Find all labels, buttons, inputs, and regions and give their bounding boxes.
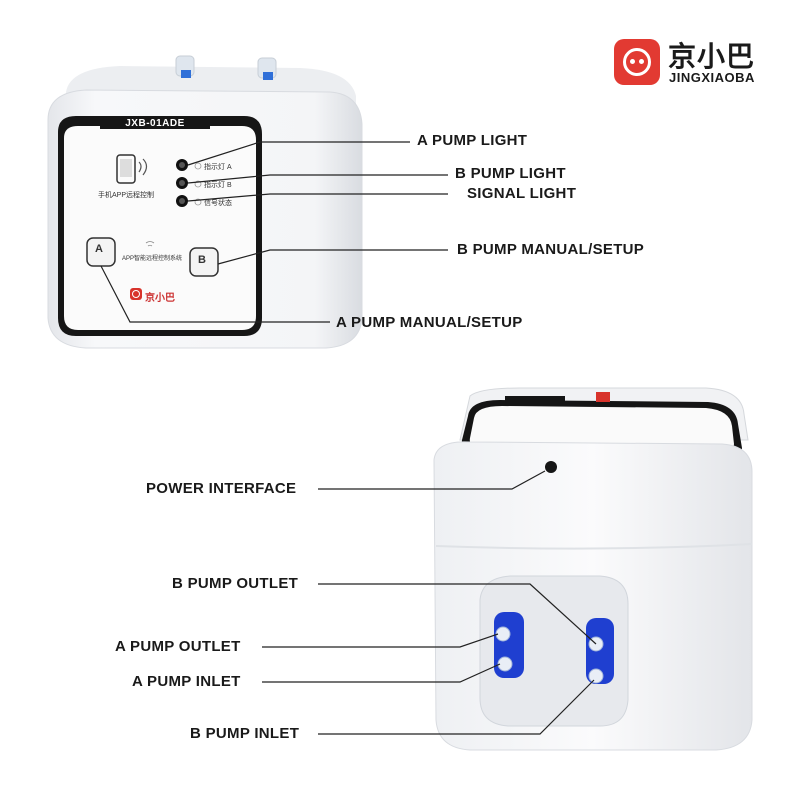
leader-a-pump-outlet [262, 633, 499, 648]
leader-b-pump-light [187, 174, 448, 184]
app-remote-label: 手机APP远程控制 [98, 192, 155, 199]
callout-b-pump-inlet: B PUMP INLET [190, 725, 300, 742]
wifi-icon [145, 241, 155, 247]
b-pump-port-housing [586, 618, 614, 684]
a-pump-inlet-port[interactable] [497, 656, 513, 672]
leader-b-pump-inlet [318, 679, 595, 735]
a-pump-outlet-port[interactable] [495, 626, 511, 642]
signal-status-label: 信号状态 [204, 200, 232, 207]
leader-b-pump-manual [217, 249, 448, 265]
leader-power-interface [318, 470, 546, 490]
callout-a-pump-inlet: A PUMP INLET [132, 673, 241, 690]
leader-a-pump-light [187, 141, 410, 166]
leader-a-pump-inlet [262, 663, 501, 683]
leader-a-pump-manual [100, 265, 330, 323]
panel-logo-mark [130, 288, 142, 300]
device-front [47, 55, 363, 349]
phone-app-icon [116, 154, 148, 184]
callout-signal-light: SIGNAL LIGHT [467, 185, 577, 202]
callout-a-pump-light: A PUMP LIGHT [417, 132, 528, 149]
callout-a-pump-outlet: A PUMP OUTLET [115, 638, 241, 655]
callout-a-pump-manual-setup: A PUMP MANUAL/SETUP [336, 314, 523, 331]
power-interface-port[interactable] [545, 461, 557, 473]
bulb-icon [194, 162, 202, 170]
callout-power-interface: POWER INTERFACE [146, 480, 297, 497]
device-model-label: JXB-01ADE [125, 118, 185, 129]
callout-b-pump-outlet: B PUMP OUTLET [172, 575, 299, 592]
app-system-label: APP智能远程控制系统 [122, 256, 183, 262]
indicator-a-label: 指示灯 A [204, 164, 232, 171]
indicator-b-label: 指示灯 B [204, 182, 232, 189]
signal-icon [194, 198, 202, 206]
leader-b-pump-outlet [318, 583, 597, 645]
b-pump-inlet-port[interactable] [588, 668, 604, 684]
button-a-glyph: A [95, 243, 103, 255]
brand-name-en: JINGXIAOBA [669, 70, 755, 85]
b-pump-manual-setup-button[interactable] [189, 247, 219, 277]
brand-name-cn: 京小巴 [668, 41, 756, 72]
device-back [433, 387, 753, 751]
brand-logo-icon [614, 39, 660, 85]
leader-signal-light [187, 193, 448, 202]
leader-lines [100, 141, 597, 735]
brand-logo: 京小巴 JINGXIAOBA [614, 35, 774, 91]
callout-b-pump-light: B PUMP LIGHT [455, 165, 566, 182]
button-b-glyph: B [198, 254, 206, 266]
callout-b-pump-manual-setup: B PUMP MANUAL/SETUP [457, 241, 645, 258]
panel-brand-name: 京小巴 [145, 293, 175, 304]
bulb-icon [194, 180, 202, 188]
